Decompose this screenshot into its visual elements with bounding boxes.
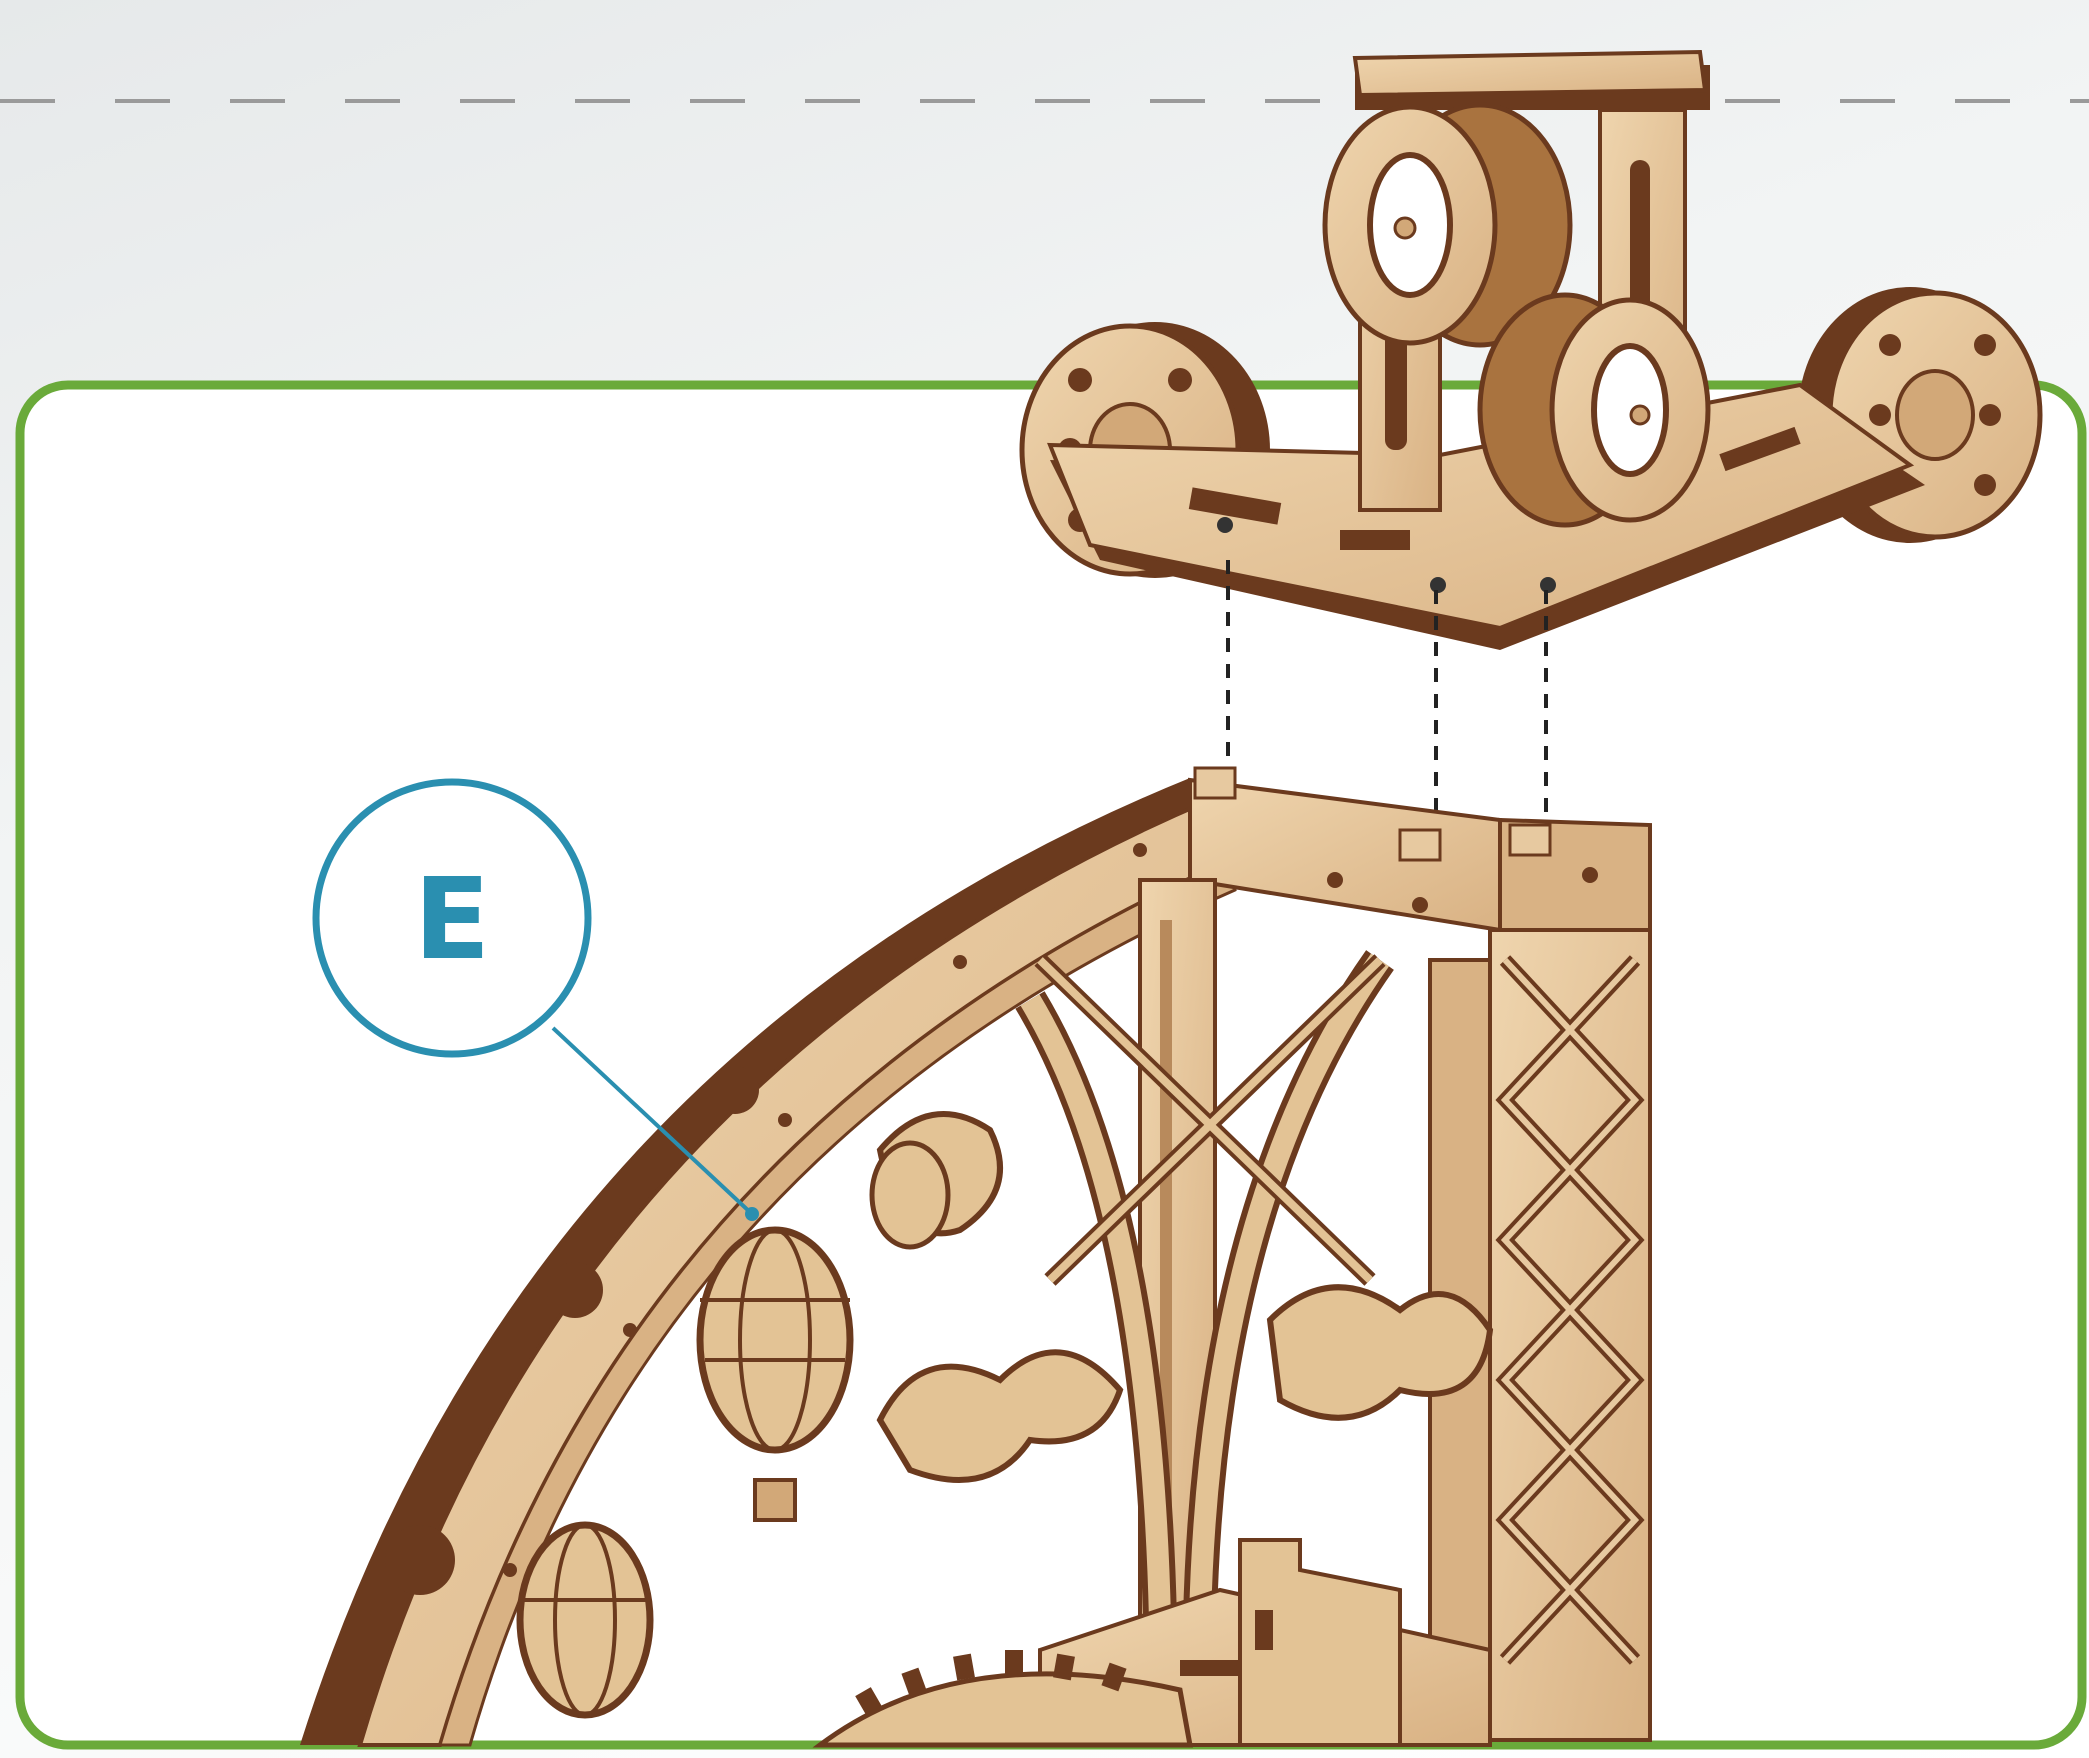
balloon-ornament-small — [520, 1525, 650, 1715]
callout-anchor-dot — [745, 1207, 759, 1221]
callout-label: E — [414, 855, 491, 985]
balloon-ornament-upper — [872, 1143, 948, 1247]
pulley-frame — [1325, 52, 1710, 525]
